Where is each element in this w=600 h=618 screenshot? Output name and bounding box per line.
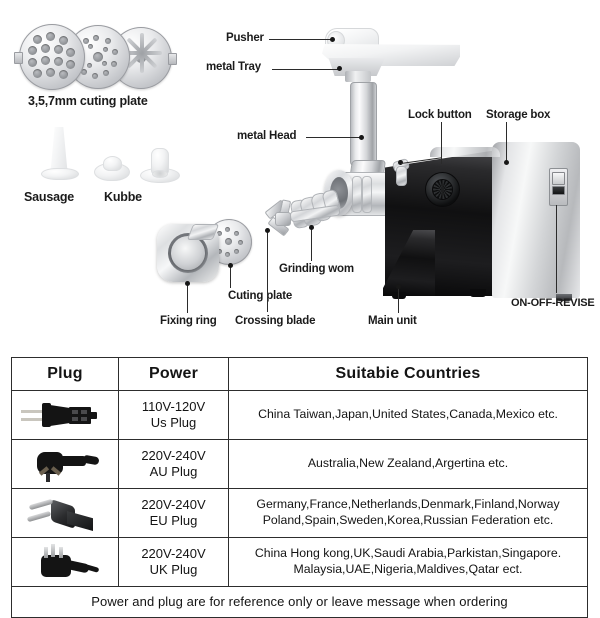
eu-plug-icon xyxy=(15,493,115,533)
plug-cell xyxy=(11,439,119,489)
sausage-label: Sausage xyxy=(24,190,75,204)
exploded-parts-diagram: 3,5,7mm cuting plate Sausage Kubbe xyxy=(14,24,595,327)
plug-cell xyxy=(11,537,119,587)
power-cell: 220V-240V EU Plug xyxy=(118,488,229,538)
power-voltage: 220V-240V xyxy=(141,545,206,561)
cuting-plate-label: Cuting plate xyxy=(228,290,293,302)
uk-plug-icon xyxy=(15,542,115,582)
grinding-worm-dot xyxy=(309,225,314,230)
storage-box-dot xyxy=(504,160,509,165)
cutting-plates-label: 3,5,7mm cuting plate xyxy=(28,94,148,108)
pusher-label: Pusher xyxy=(226,32,264,44)
au-plug-icon xyxy=(15,444,115,484)
plug-cell xyxy=(11,488,119,538)
plug-compatibility-table: Plug Power Suitabie Countries xyxy=(11,357,588,618)
us-plug-icon xyxy=(15,395,115,435)
power-cell: 220V-240V AU Plug xyxy=(118,439,229,489)
countries-cell: Australia,New Zealand,Argertina etc. xyxy=(228,439,588,489)
header-power: Power xyxy=(118,357,229,391)
footer-note: Power and plug are for reference only or… xyxy=(11,586,588,618)
storage-box-label: Storage box xyxy=(486,109,551,121)
table-header-row: Plug Power Suitabie Countries xyxy=(11,357,588,391)
power-voltage: 110V-120V xyxy=(141,398,206,414)
table-row: 220V-240V EU Plug Germany,France,Netherl… xyxy=(11,488,588,538)
metal-head-dot xyxy=(359,135,364,140)
fixing-ring-dot xyxy=(185,281,190,286)
header-countries: Suitabie Countries xyxy=(228,357,588,391)
power-cell: 220V-240V UK Plug xyxy=(118,537,229,587)
pusher-dot xyxy=(330,37,335,42)
metal-tray-label: metal Tray xyxy=(206,61,261,73)
kubbe-label: Kubbe xyxy=(104,190,142,204)
metal-tray-dot xyxy=(337,66,342,71)
power-voltage: 220V-240V xyxy=(141,496,206,512)
cuting-plate-dot xyxy=(228,263,233,268)
fixing-ring-label: Fixing ring xyxy=(160,315,217,327)
metal-head-label: metal Head xyxy=(237,130,297,142)
power-type: EU Plug xyxy=(149,513,198,528)
power-type: UK Plug xyxy=(149,562,198,577)
grinding-worm-label: Grinding wom xyxy=(279,263,354,275)
lock-button-label: Lock button xyxy=(408,109,472,121)
switch-label: ON-OFF-REVISE xyxy=(511,297,595,309)
cutting-plate-3mm-icon xyxy=(14,24,85,90)
crossing-blade-label: Crossing blade xyxy=(235,315,316,327)
crossing-blade-dot xyxy=(265,228,270,233)
table-row: 110V-120V Us Plug China Taiwan,Japan,Uni… xyxy=(11,390,588,440)
countries-cell: China Hong kong,UK,Saudi Arabia,Parkista… xyxy=(228,537,588,587)
table-row: 220V-240V UK Plug China Hong kong,UK,Sau… xyxy=(11,537,588,587)
power-cell: 110V-120V Us Plug xyxy=(118,390,229,440)
main-unit-dot xyxy=(396,284,401,289)
product-infographic: 3,5,7mm cuting plate Sausage Kubbe xyxy=(11,24,595,618)
plug-cell xyxy=(11,390,119,440)
power-type: Us Plug xyxy=(150,415,197,430)
power-type: AU Plug xyxy=(149,464,198,479)
main-unit-label: Main unit xyxy=(368,315,417,327)
countries-cell: China Taiwan,Japan,United States,Canada,… xyxy=(228,390,588,440)
header-plug: Plug xyxy=(11,357,119,391)
metal-head-icon xyxy=(350,82,377,166)
table-row: 220V-240V AU Plug Australia,New Zealand,… xyxy=(11,439,588,489)
table-footer-row: Power and plug are for reference only or… xyxy=(11,586,588,618)
countries-cell: Germany,France,Netherlands,Denmark,Finla… xyxy=(228,488,588,538)
power-voltage: 220V-240V xyxy=(141,447,206,463)
lock-button-dot xyxy=(398,160,403,165)
